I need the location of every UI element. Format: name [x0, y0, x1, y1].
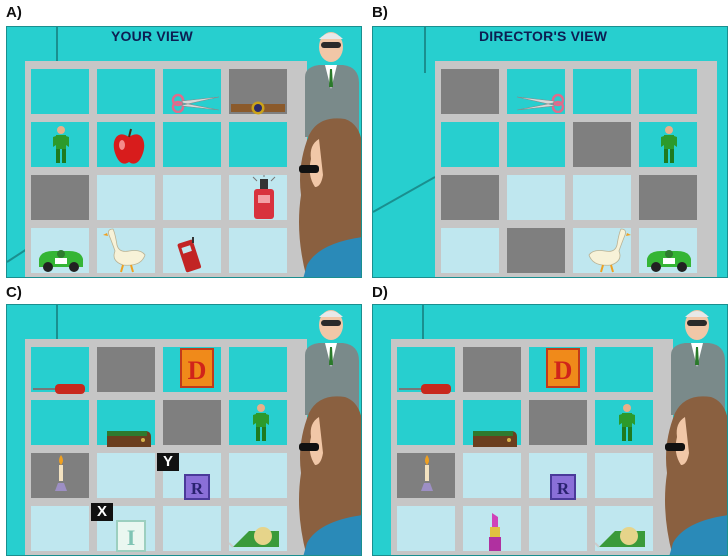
shelf-cell [97, 69, 155, 114]
shelf-cell [97, 175, 155, 220]
shelf-cell [31, 400, 89, 445]
shelf-cell [31, 506, 89, 551]
panel-title: YOUR VIEW [111, 28, 193, 44]
figurine-icon [51, 125, 71, 165]
panel-b-label: B) [372, 4, 388, 21]
candle-icon [419, 455, 435, 495]
shelf-cell [507, 175, 565, 220]
shelf-cell [463, 453, 521, 498]
shelf-cell [573, 69, 631, 114]
shelf-cell-closed [507, 228, 565, 273]
panel-c-label: C) [6, 284, 22, 301]
letter-block-d-icon: D [545, 347, 581, 389]
figurine-icon [617, 403, 637, 443]
block-letter: I [127, 525, 136, 550]
shelf-cell-closed [31, 175, 89, 220]
shelf-cell-closed [97, 347, 155, 392]
shelf-cell-closed [163, 400, 221, 445]
marker-x: X [91, 503, 113, 521]
letter-block-i-icon: I [115, 519, 147, 553]
panel-c: D Y R X I [6, 304, 362, 556]
tape-dispenser-icon [229, 521, 283, 551]
participant-figure [655, 393, 728, 556]
wallet-icon [105, 427, 153, 449]
tape-dispenser-icon [595, 521, 649, 551]
scissors-icon [171, 93, 221, 113]
panel-a: YOUR VIEW [6, 26, 362, 278]
block-letter: D [188, 356, 207, 385]
shelf-cell-closed [441, 69, 499, 114]
shelf-cell [229, 122, 287, 167]
letter-block-r-icon: R [183, 473, 211, 501]
shelf-cell [229, 228, 287, 273]
marker-y: Y [157, 453, 179, 471]
shelf-cell [97, 453, 155, 498]
letter-block-r-icon: R [549, 473, 577, 501]
perfume-bottle-icon [249, 175, 279, 221]
goose-icon [585, 225, 631, 273]
block-letter: R [557, 479, 570, 498]
figurine-icon [659, 125, 679, 165]
shelf-cell-closed [529, 400, 587, 445]
shelf-cell [639, 69, 697, 114]
block-letter: R [191, 479, 204, 498]
shelf-cell [163, 122, 221, 167]
shelf-cell [529, 506, 587, 551]
screwdriver-icon [399, 383, 453, 395]
lipstick-icon [485, 511, 505, 553]
screwdriver-icon [33, 383, 87, 395]
scissors-icon [515, 93, 565, 113]
shelf-cell [507, 122, 565, 167]
shelf-cell [229, 453, 287, 498]
shelf-cell [595, 347, 653, 392]
shelf-cell [573, 175, 631, 220]
panel-d: D R [372, 304, 728, 556]
participant-figure [289, 115, 362, 278]
shelf-cell-closed [441, 175, 499, 220]
shelf-cell [595, 453, 653, 498]
shelf-cell-closed [573, 122, 631, 167]
panel-title: DIRECTOR'S VIEW [479, 28, 607, 44]
shelf-cell [397, 506, 455, 551]
candle-icon [53, 455, 69, 495]
shelf-cell [163, 175, 221, 220]
apple-icon [111, 127, 147, 167]
watch-icon [231, 101, 285, 115]
shelf-cell-closed [639, 175, 697, 220]
goose-icon [103, 225, 149, 273]
wallet-icon [471, 427, 519, 449]
shelf-cell [163, 506, 221, 551]
toy-car-icon [643, 245, 695, 273]
shelf-cell [31, 69, 89, 114]
toy-car-icon [35, 245, 87, 273]
shelf-cell [229, 347, 287, 392]
shelf-cell [397, 400, 455, 445]
participant-figure [289, 393, 362, 556]
shelf-cell [441, 122, 499, 167]
panel-b: DIRECTOR'S VIEW [372, 26, 728, 278]
letter-block-d-icon: D [179, 347, 215, 389]
phone-icon [177, 235, 203, 273]
shelf-cell-closed [463, 347, 521, 392]
block-letter: D [554, 356, 573, 385]
panel-a-label: A) [6, 4, 22, 21]
panel-d-label: D) [372, 284, 388, 301]
shelf-cell [441, 228, 499, 273]
figurine-icon [251, 403, 271, 443]
